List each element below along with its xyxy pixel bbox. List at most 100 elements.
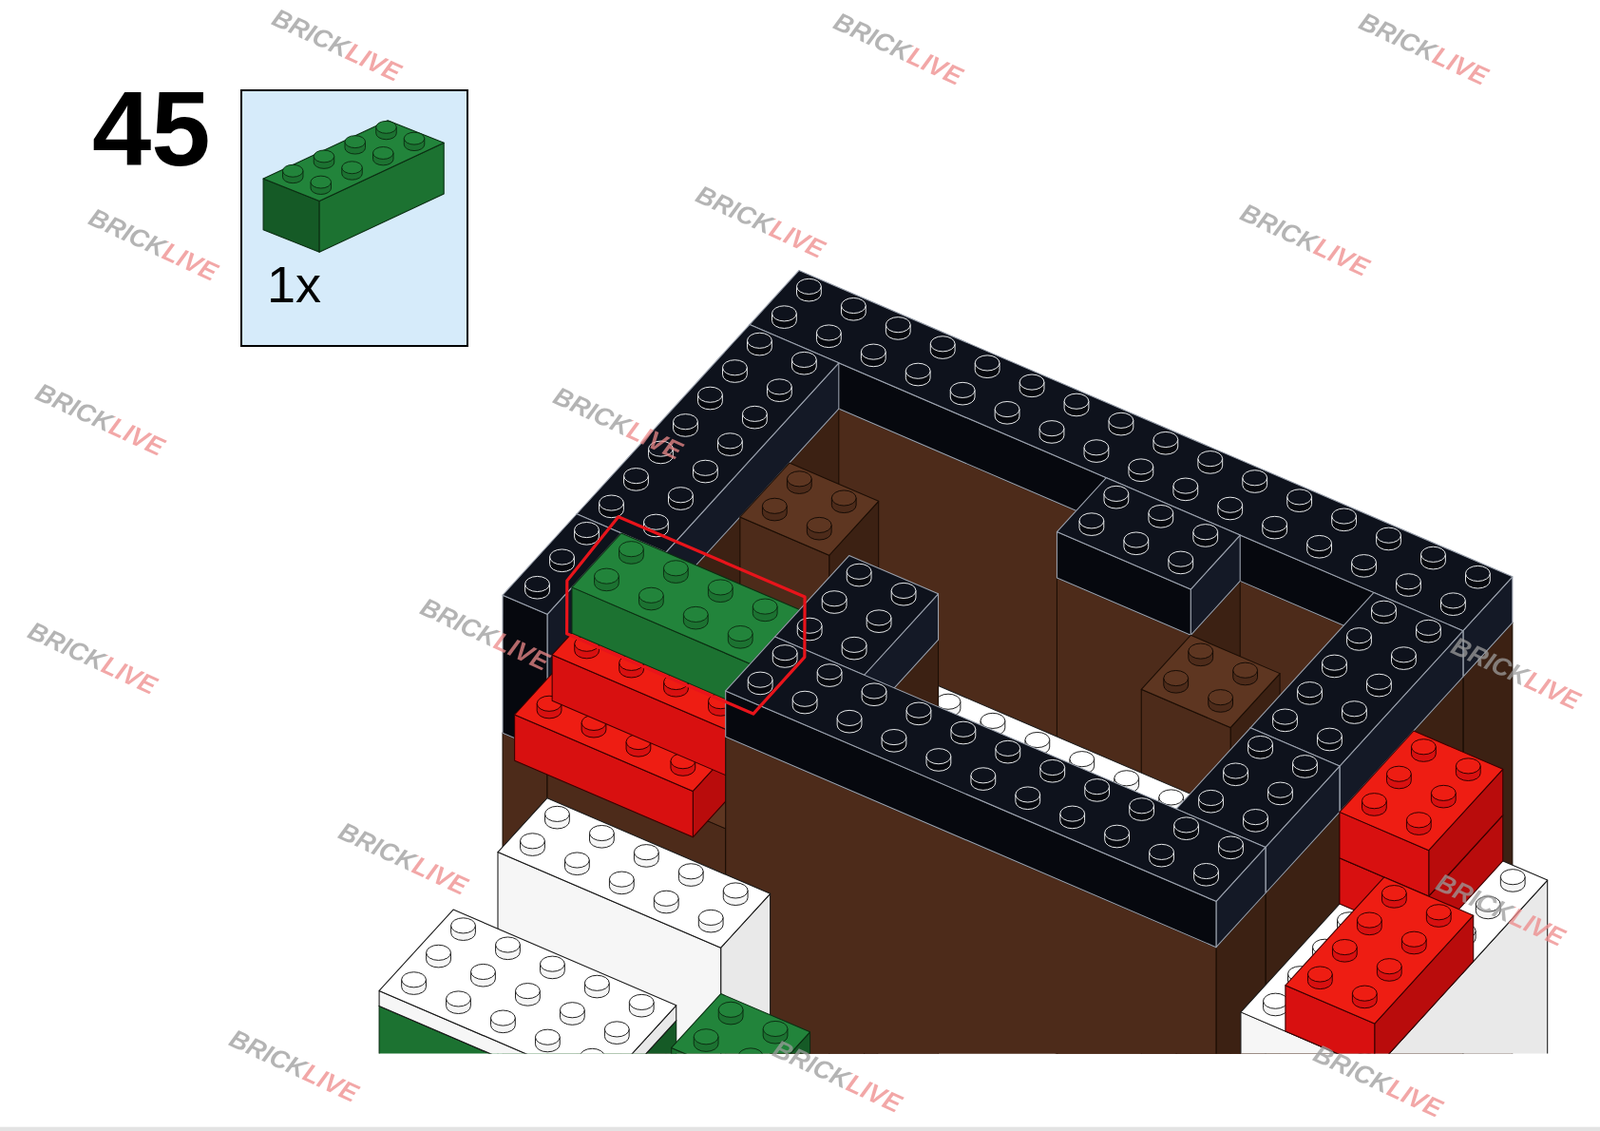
stud-top (891, 582, 916, 598)
stud-top (1352, 985, 1377, 1001)
stud-top (846, 563, 872, 579)
brick (1339, 730, 1504, 896)
brick-top-face (1339, 730, 1504, 851)
stud-top (951, 721, 976, 737)
stud-top (1371, 600, 1397, 616)
watermark: BRICKLIVE (414, 590, 556, 678)
stud-top (693, 1028, 719, 1045)
stud-top (926, 748, 952, 764)
stud-top (1015, 786, 1041, 802)
stud-top (609, 871, 634, 887)
stud-top (1223, 762, 1249, 779)
stud-top (1421, 546, 1447, 562)
watermark: BRICKLIVE (1352, 5, 1495, 93)
watermark: BRICKLIVE (1307, 1038, 1449, 1125)
stud-top (723, 882, 748, 898)
watermark: BRICKLIVE (332, 816, 475, 903)
stud-top (772, 305, 798, 322)
stud-top (1426, 904, 1451, 920)
stud-top (1123, 532, 1149, 548)
stud-top (1406, 812, 1431, 828)
stud-top (1079, 513, 1105, 529)
stud-top (451, 917, 477, 934)
stud-top (772, 645, 798, 661)
stud-top (313, 150, 334, 163)
stud-top (738, 1047, 763, 1054)
stud-top (930, 336, 955, 352)
stud-top (1084, 439, 1109, 456)
stud-top (905, 362, 931, 379)
part-picture (263, 120, 444, 253)
stud-top (881, 729, 907, 745)
watermark: BRICKLIVE (546, 380, 688, 467)
stud-top (1367, 673, 1392, 689)
brick (1285, 876, 1474, 1053)
stud-top (644, 514, 669, 530)
stud-top (604, 1021, 629, 1037)
stud-top (1401, 931, 1427, 947)
stud-top (1128, 458, 1154, 475)
stud-top (638, 587, 664, 603)
stud-top (403, 132, 424, 145)
stud-top (761, 497, 787, 514)
stud-top (950, 381, 975, 398)
stud-top (707, 579, 733, 595)
watermark: BRICKLIVE (82, 201, 225, 288)
part-count: 1x (266, 258, 322, 310)
callout-ground (240, 90, 468, 348)
stud-top (1198, 451, 1223, 467)
page-edge-band (0, 1126, 1600, 1131)
stud-top (995, 740, 1021, 756)
stud-top (1307, 966, 1333, 982)
stud-top (1064, 393, 1089, 409)
stud-top (1500, 869, 1525, 885)
stud-top (861, 683, 887, 699)
stud-top (860, 343, 886, 360)
stud-top (540, 955, 566, 972)
stud-top (974, 355, 1000, 371)
stud-top (766, 379, 792, 395)
brick-top-face (725, 636, 1266, 901)
stud-top (762, 1020, 788, 1036)
stud-top (906, 702, 932, 718)
stud-top (1153, 431, 1179, 447)
stud-top (1248, 735, 1274, 751)
stud-top (1317, 727, 1343, 743)
stud-top (584, 974, 610, 991)
brick-top-face (571, 533, 800, 664)
watermark: BRICKLIVE (1428, 866, 1571, 953)
stud-top (1293, 755, 1318, 771)
stud-top (579, 1047, 605, 1053)
stud-top (446, 990, 472, 1007)
stud-top (1208, 689, 1234, 705)
stud-top (1233, 662, 1258, 678)
stud-top (727, 626, 753, 642)
stud-top (1361, 793, 1387, 809)
watermark: BRICKLIVE (223, 1023, 365, 1110)
stud-top (1040, 759, 1066, 775)
stud-top (495, 936, 521, 953)
stud-top (717, 433, 743, 449)
brick (379, 909, 677, 1053)
stud-top (840, 297, 866, 313)
brick-top-face (1141, 634, 1280, 727)
stud-top (752, 598, 778, 614)
stud-top (491, 1009, 516, 1026)
stud-top (1163, 669, 1189, 686)
stud-top (594, 568, 620, 584)
stud-top (1148, 504, 1174, 520)
stud-top (747, 332, 773, 348)
stud-top (653, 890, 679, 906)
watermark: BRICKLIVE (20, 614, 163, 702)
stud-top (545, 805, 571, 821)
stud-top (1332, 938, 1357, 954)
stud-top (821, 590, 847, 607)
stud-top (663, 560, 688, 576)
stud-top (1243, 809, 1269, 825)
stud-top (624, 468, 649, 484)
stud-top (786, 471, 812, 487)
stud-top (1242, 470, 1268, 486)
watermark: BRICKLIVE (765, 1032, 908, 1120)
stud-top (1386, 765, 1411, 781)
stud-top (1218, 496, 1243, 513)
